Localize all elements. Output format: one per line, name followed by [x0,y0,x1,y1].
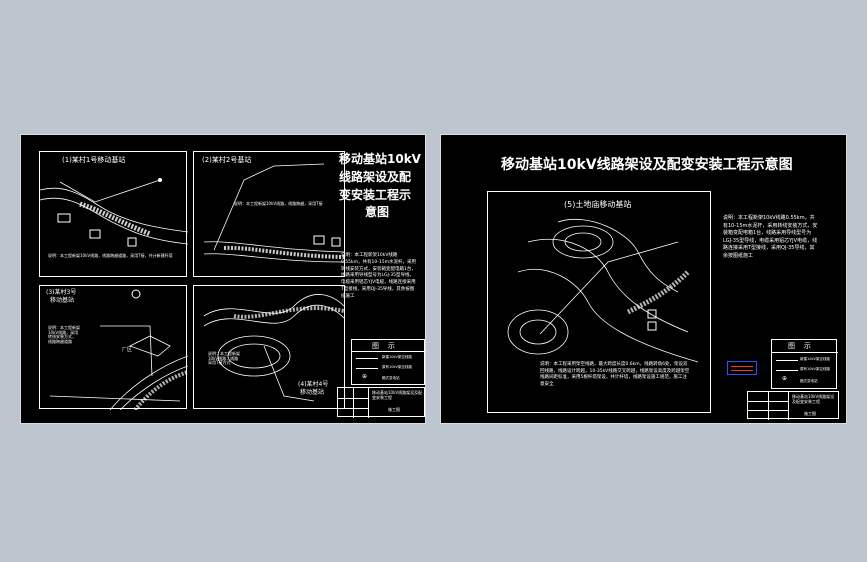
right-drawing-sheet: 移动基站10kV线路架设及配变安装工程示意图 (5)土地庙移动基站 说明：本工程… [440,134,847,424]
right-legend-symbol: ⊕ [782,375,788,382]
panel-1: (1)某村1号移动基站 说明：本工程新架10kV线路，线路跨越道路，采用T接，共… [39,151,188,277]
panel-3-title-a: (3)某村3号 [46,289,77,296]
right-legend-title: 图 示 [788,342,811,350]
panel-1-note: 说明：本工程新架10kV线路，线路跨越道路，采用T接，共计新建杆塔 [48,253,173,258]
right-legend-item-3: 箱式变电站 [800,379,818,383]
left-title-block-project: 移动基站10kV线路架设及配变安装工程 [372,390,423,400]
panel-5-title: (5)土地庙移动基站 [564,200,632,209]
left-legend-item-3: 箱式变电站 [382,376,400,380]
left-legend-item-2: 原有10kV架空线路 [382,365,412,369]
panel-5-map [507,218,699,363]
left-title-line-1: 移动基站10kV [339,152,421,166]
right-legend-item-1: 新建10kV架空线路 [800,357,830,361]
main-title: 移动基站10kV线路架设及配变安装工程示意图 [501,157,793,173]
left-title-line-2: 线路架设及配 [339,169,412,184]
panel-1-map [40,178,188,247]
panel-3-title-b: 移动基站 [50,297,75,304]
panel-2-title: (2)某村2号基站 [202,156,252,164]
left-title-line-4: 意图 [365,205,390,220]
highlight-box [727,361,757,375]
panel-1-title: (1)某村1号移动基站 [62,156,126,164]
right-title-block-project: 移动基站10kV线路架设及配变安装工程 [792,394,835,404]
left-title-block-sub: 施工图 [388,407,400,412]
left-legend-title: 图 示 [372,342,395,350]
factory-label: 厂区 [122,347,133,353]
right-title-block-sub: 施工图 [804,411,816,416]
left-title: 移动基站10kV 线路架设及配 变安装工程示 意图 [337,152,427,220]
panel-4-map [203,294,345,402]
panel-5-note: 说明：本工程采用架空线路，最大跨度长度0.6km，线路转角6处，架设双回线路，线… [540,362,690,387]
left-title-block: 移动基站10kV线路架设及配变安装工程 施工图 [337,387,425,418]
left-drawing-sheet: (1)某村1号移动基站 说明：本工程新架10kV线路，线路跨越道路，采用T接，共… [20,134,426,424]
right-legend-item-2: 原有10kV架空线路 [800,367,830,371]
panel-4-title-b: 移动基站 [300,389,325,396]
panel-3-map [49,289,188,410]
left-legend-symbol: ⊕ [362,373,368,380]
panel-2-map [203,163,345,263]
right-legend: 图 示 新建10kV架空线路 原有10kV架空线路 ⊕ 箱式变电站 [771,339,838,389]
left-legend: 图 示 新建10kV架空线路 原有10kV架空线路 ⊕ 箱式变电站 [351,339,426,385]
left-description: 说明：本工程新架10kV线路0.55km，共有10-15m水泥杆，采用转线安装方… [341,253,416,299]
right-description: 说明：本工程新架10kV线路0.55km，共有10-15m水泥杆，采用转线安装方… [723,215,818,259]
panel-2-note: 说明：本工程新架10kV线路，线路跨越，采用T接 [234,201,323,206]
panel-5: (5)土地庙移动基站 说明：本工程采用架空线路，最大跨度长度0.6km，线路转角… [487,191,711,413]
left-legend-item-1: 新建10kV架空线路 [382,355,412,359]
right-title-block: 移动基站10kV线路架设及配变安装工程 施工图 [747,391,839,420]
left-title-line-3: 变安装工程示 [339,187,412,202]
panel-4-title-a: (4)某村4号 [298,381,329,388]
panel-2: (2)某村2号基站 说明：本工程新架10kV线路，线路跨越，采用T接 [193,151,345,277]
